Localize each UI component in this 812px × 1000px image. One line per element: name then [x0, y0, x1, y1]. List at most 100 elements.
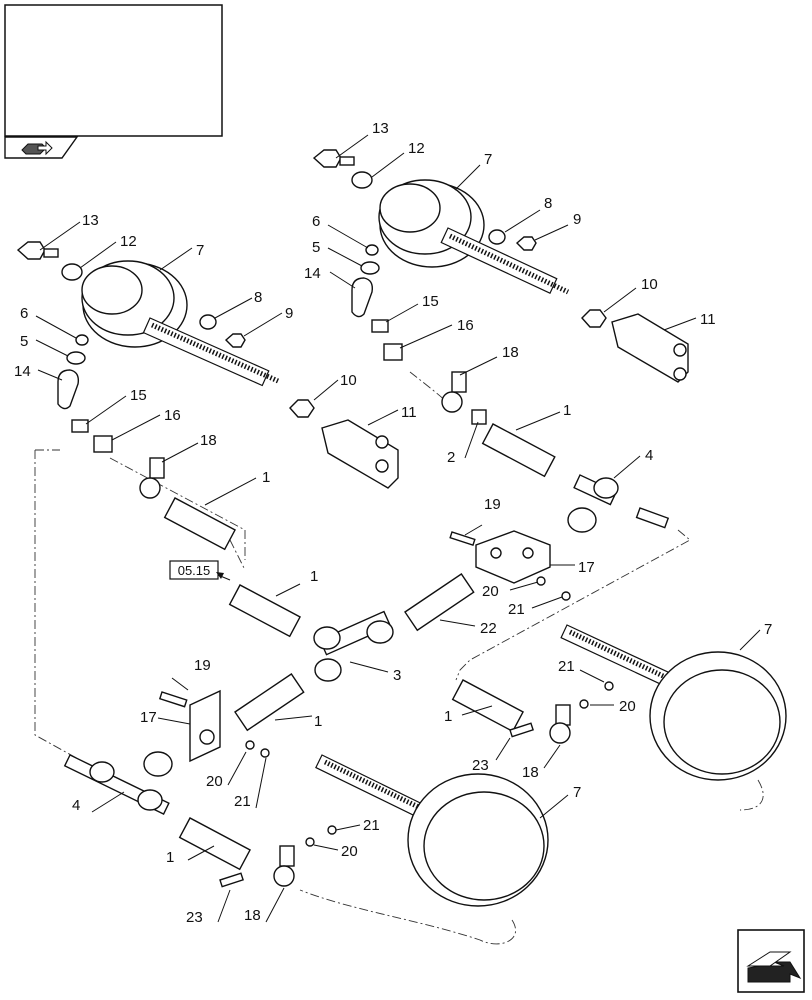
callout-label: 20	[619, 698, 636, 715]
clip-18-upper	[441, 371, 467, 413]
callout-label: 4	[645, 447, 653, 464]
reference-label: 05.15	[178, 563, 211, 578]
nut-10-left	[289, 399, 315, 418]
callout-label: 15	[422, 293, 439, 310]
next-page-arrow-icon[interactable]	[737, 929, 805, 993]
actuator-upper-left	[81, 260, 280, 387]
callout-label: 13	[82, 212, 99, 229]
callout-label: 9	[573, 211, 581, 228]
callout-labels: 13 12 7 8 9 6 5 14 15 16 10 11 18 1 2 4 …	[14, 120, 772, 926]
callout-label: 7	[484, 151, 492, 168]
callout-label: 11	[401, 404, 417, 421]
screw-23-lower-right	[509, 722, 534, 738]
hose-1-bottom	[178, 817, 251, 871]
hose-1-lower-left	[234, 673, 305, 732]
screw-23-bottom	[219, 872, 244, 888]
callout-label: 7	[573, 784, 581, 801]
nut-9-upper	[515, 236, 537, 251]
callout-label: 20	[206, 773, 223, 790]
fitting-15-left	[71, 419, 89, 433]
hose-1-lower-right	[451, 679, 524, 733]
callout-label: 1	[310, 568, 318, 585]
callout-label: 20	[341, 843, 358, 860]
callout-label: 9	[285, 305, 293, 322]
callout-label: 21	[234, 793, 251, 810]
nut-21-left	[260, 748, 270, 758]
ring-6-upper	[365, 244, 379, 256]
actuator-upper-right	[378, 179, 570, 295]
callout-label: 1	[444, 708, 452, 725]
seal-5-upper	[360, 261, 380, 275]
callout-label: 10	[340, 372, 357, 389]
callout-label: 4	[72, 797, 80, 814]
washer-20-left	[245, 740, 255, 750]
washer-20-bottom	[305, 837, 315, 847]
callout-label: 11	[700, 311, 716, 328]
callout-label: 10	[641, 276, 658, 293]
callout-label: 19	[484, 496, 501, 513]
callout-label: 21	[363, 817, 380, 834]
callout-label: 15	[130, 387, 147, 404]
callout-label: 14	[304, 265, 321, 282]
callout-label: 22	[480, 620, 497, 637]
reference-box[interactable]: 05.15	[169, 560, 231, 581]
washer-8-left	[199, 314, 217, 330]
callout-label: 17	[140, 709, 157, 726]
bracket-17-right	[475, 530, 551, 584]
elbow-14-left	[57, 369, 80, 410]
callout-label: 3	[393, 667, 401, 684]
callout-label: 8	[544, 195, 552, 212]
washer-20-lower-right	[579, 699, 589, 709]
callout-label: 20	[482, 583, 499, 600]
hose-22	[404, 573, 475, 632]
callout-label: 7	[196, 242, 204, 259]
bolt-13-left	[16, 241, 59, 260]
fitting-16-left	[93, 435, 113, 453]
callout-label: 18	[522, 764, 539, 781]
callout-label: 17	[578, 559, 595, 576]
callout-label: 18	[244, 907, 261, 924]
callout-label: 12	[408, 140, 425, 157]
washer-20-right	[536, 576, 546, 586]
hose-1-upper	[481, 423, 556, 478]
washer-8-upper	[488, 229, 506, 245]
callout-label: 14	[14, 363, 31, 380]
clevis-11-upper	[611, 313, 689, 383]
bolt-13-upper	[312, 149, 355, 168]
nut-21-bottom	[327, 825, 337, 835]
screw-19-left	[158, 691, 188, 708]
callout-label: 18	[502, 344, 519, 361]
callout-label: 23	[472, 757, 489, 774]
callout-label: 8	[254, 289, 262, 306]
washer-12-upper	[351, 171, 373, 189]
callout-label: 18	[200, 432, 217, 449]
callout-label: 16	[164, 407, 181, 424]
screw-19-right	[449, 531, 476, 547]
callout-label: 6	[20, 305, 28, 322]
insert-2	[471, 409, 487, 425]
callout-label: 21	[508, 601, 525, 618]
actuator-lower-right	[560, 624, 787, 781]
title-block	[4, 4, 223, 159]
callout-label: 1	[563, 402, 571, 419]
callout-label: 5	[312, 239, 320, 256]
book-arrow-icon[interactable]	[21, 140, 53, 156]
callout-label: 19	[194, 657, 211, 674]
callout-label: 12	[120, 233, 137, 250]
tee-4-lower-left	[63, 751, 173, 815]
callout-label: 13	[372, 120, 389, 137]
callout-label: 1	[314, 713, 322, 730]
callout-label: 23	[186, 909, 203, 926]
fitting-16-upper	[383, 343, 403, 361]
ring-6-left	[75, 334, 89, 346]
hose-1-center	[228, 584, 301, 638]
elbow-14-upper	[351, 277, 374, 318]
nut-10-upper	[581, 309, 607, 328]
hose-1-left	[163, 497, 236, 551]
fitting-15-upper	[371, 319, 389, 333]
callout-label: 5	[20, 333, 28, 350]
callout-label: 7	[764, 621, 772, 638]
tee-3-center	[313, 610, 394, 682]
tee-4-upper	[567, 474, 670, 533]
